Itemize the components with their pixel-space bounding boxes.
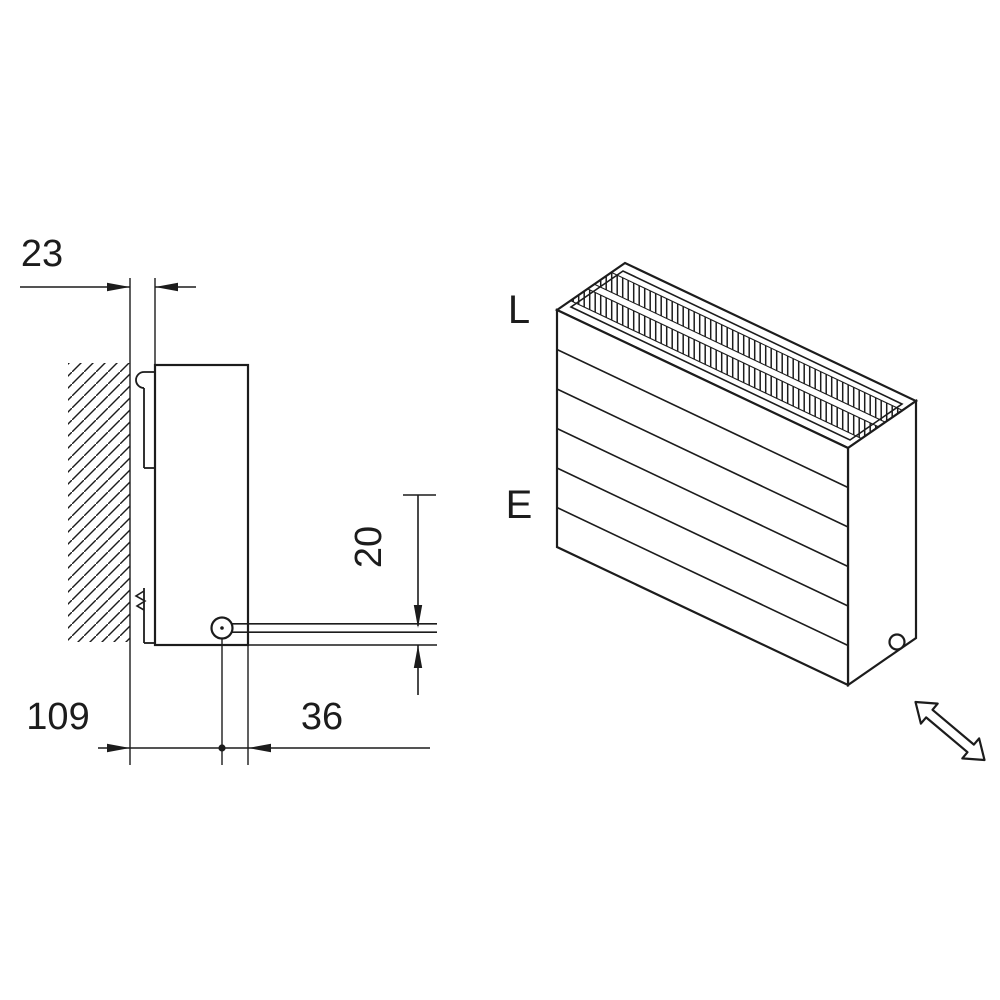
side-view: 23 20 109 36 (20, 233, 437, 765)
dimension-wall-gap: 23 (20, 233, 196, 292)
front-slats (556, 348, 849, 647)
pipe-center-dot (220, 626, 224, 630)
dim-label-109: 109 (26, 696, 89, 738)
dim-label-23: 23 (21, 233, 63, 275)
mounting-bracket-top (135, 371, 155, 469)
direction-double-arrow-icon (914, 700, 986, 762)
dimension-pipe-height: 20 (348, 494, 436, 695)
radiator-end-face (846, 398, 918, 688)
label-E: E (506, 483, 533, 527)
dimension-dot (218, 744, 226, 752)
radiator-side-outline (153, 363, 250, 647)
iso-view: L E (506, 261, 986, 762)
dim-label-36: 36 (301, 696, 343, 738)
dimension-bottom: 109 36 (26, 638, 430, 765)
wall-hatch (68, 363, 130, 642)
convector-fins-row-front (569, 288, 880, 440)
mounting-bracket-bottom (134, 588, 155, 644)
label-L: L (508, 288, 530, 332)
drain-plug-circle (888, 633, 906, 651)
dim-label-20: 20 (348, 526, 390, 568)
convector-fins-row-back (593, 271, 904, 423)
